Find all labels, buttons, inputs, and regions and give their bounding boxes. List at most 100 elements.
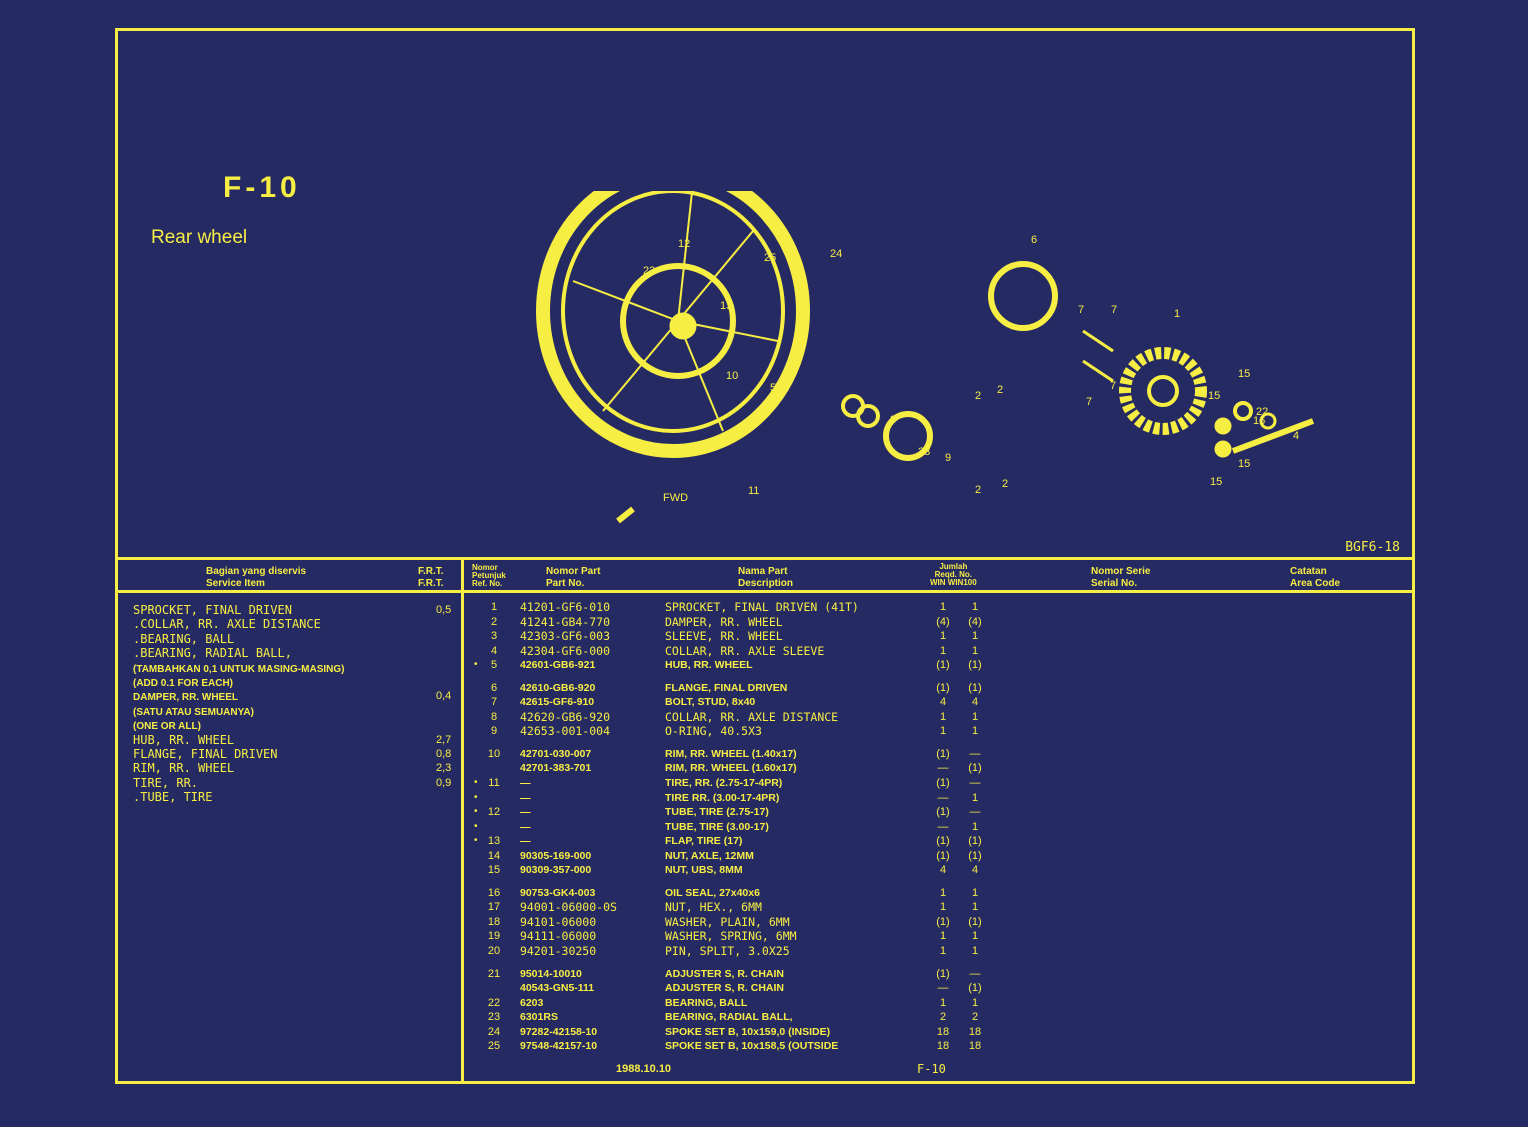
service-item-row: (ADD 0.1 FOR EACH) [133, 675, 453, 689]
part-description: BEARING, BALL [665, 996, 748, 1009]
footer-date: 1988.10.10 [616, 1063, 672, 1075]
svg-text:7: 7 [1111, 304, 1117, 316]
qty-win: 18 [936, 1040, 950, 1053]
part-number: 42701-383-701 [520, 762, 592, 775]
part-description: ADJUSTER S, R. CHAIN [665, 982, 785, 995]
qty-win: (1) [936, 747, 950, 760]
service-item-row: .TUBE, TIRE [133, 790, 453, 804]
qty-win: — [937, 982, 949, 995]
sprocket-drawing [1119, 347, 1207, 435]
qty-win: 1 [939, 901, 947, 914]
qty-win: 4 [939, 696, 947, 709]
svg-text:2: 2 [975, 484, 981, 496]
qty-win: 1 [939, 601, 947, 613]
svg-text:2: 2 [997, 384, 1003, 396]
part-ref: 11 [488, 777, 500, 790]
qty-win100: 4 [971, 696, 979, 709]
part-description: RIM, RR. WHEEL (1.40x17) [665, 747, 797, 760]
qty-win100: 2 [971, 1011, 979, 1024]
part-number: 42610-GB6-920 [520, 681, 596, 694]
service-item-mark: . [133, 790, 141, 805]
part-mark: • [474, 791, 478, 803]
service-item-frt: 0,9 [436, 776, 452, 789]
part-description: WASHER, SPRING, 6MM [665, 929, 797, 944]
drawing-code: BGF6-18 [1345, 540, 1400, 555]
table-row: •12—TUBE, TIRE (2.75-17)(1)— [468, 805, 1028, 820]
part-description: FLAP, TIRE (17) [665, 835, 743, 848]
qty-win: — [937, 820, 949, 833]
svg-text:24: 24 [830, 248, 842, 260]
svg-text:13: 13 [720, 300, 732, 312]
qty-win: (1) [936, 681, 950, 694]
qty-win: (1) [936, 777, 950, 790]
service-item-frt: 2,3 [436, 762, 452, 775]
qty-win: 1 [939, 644, 947, 657]
part-number: — [520, 777, 531, 790]
qty-win100: 1 [971, 601, 979, 613]
qty-win: 1 [939, 710, 947, 723]
svg-text:10: 10 [726, 370, 738, 382]
part-description: BEARING, RADIAL BALL, [665, 1011, 793, 1024]
tire-drawing [536, 191, 810, 458]
qty-win100: (1) [968, 681, 982, 694]
part-ref: 7 [490, 696, 498, 709]
svg-text:12: 12 [678, 238, 690, 250]
part-number: 94201-30250 [520, 944, 597, 959]
svg-text:1: 1 [1174, 308, 1180, 320]
part-mark: • [474, 806, 478, 818]
part-ref: 20 [487, 945, 501, 958]
qty-win: (1) [936, 835, 950, 848]
service-item-mark: . [133, 631, 141, 646]
svg-text:11: 11 [748, 485, 759, 497]
footer-page: F-10 [917, 1062, 946, 1076]
qty-win: (1) [936, 967, 950, 980]
qty-win100: 1 [971, 901, 979, 914]
svg-text:22: 22 [1256, 406, 1268, 418]
qty-win: (1) [936, 806, 950, 819]
svg-text:2: 2 [975, 390, 981, 402]
axle-sleeve-drawing [1231, 418, 1315, 454]
part-ref: 25 [487, 1040, 501, 1053]
part-description: FLANGE, FINAL DRIVEN [665, 681, 788, 694]
qty-win100: (1) [968, 849, 982, 862]
part-ref: 23 [487, 1011, 501, 1024]
part-description: WASHER, PLAIN, 6MM [665, 914, 790, 929]
svg-text:15: 15 [1238, 368, 1250, 380]
service-item-frt: 0,5 [436, 604, 452, 616]
qty-win100: 1 [971, 996, 979, 1009]
qty-win: 18 [936, 1025, 950, 1038]
qty-win100: (1) [968, 762, 982, 775]
svg-text:15: 15 [1208, 390, 1220, 402]
fwd-label: FWD [663, 492, 688, 504]
part-number: 90753-GK4-003 [520, 886, 596, 899]
part-number: 42303-GF6-003 [520, 629, 611, 644]
part-ref: 14 [487, 849, 501, 862]
part-description: NUT, HEX., 6MM [665, 900, 762, 915]
service-item-row: TIRE, RR.0,9 [133, 776, 453, 790]
svg-text:15: 15 [1210, 476, 1222, 488]
part-number: 94111-06000 [520, 929, 597, 944]
qty-win100: 18 [968, 1040, 982, 1053]
qty-win: (1) [936, 915, 950, 928]
part-description: NUT, UBS, 8MM [665, 864, 743, 877]
part-number: 42304-GF6-000 [520, 643, 611, 658]
qty-win100: 1 [971, 630, 979, 643]
part-description: SPOKE SET B, 10x159,0 (INSIDE) [665, 1025, 831, 1038]
